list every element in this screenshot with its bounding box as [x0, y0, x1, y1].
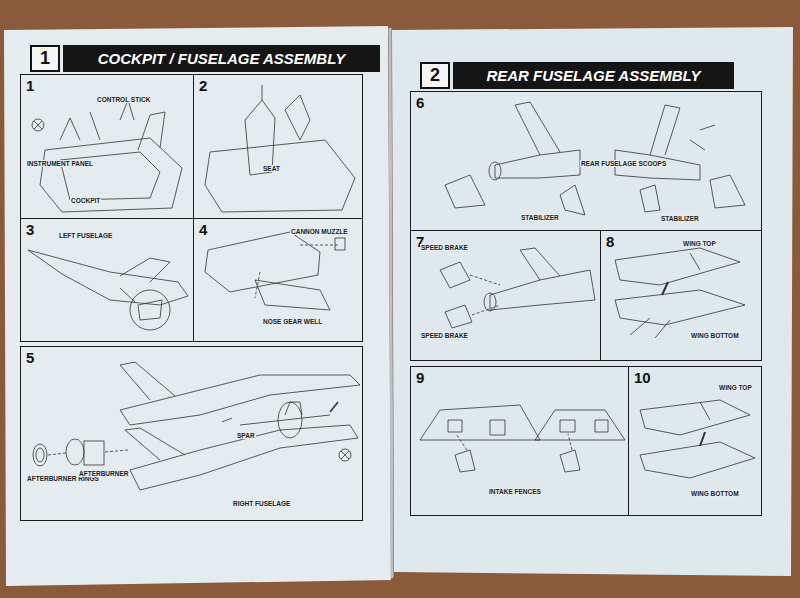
step-number: 3	[26, 221, 34, 238]
step-number: 4	[199, 221, 207, 238]
section-number: 1	[30, 45, 60, 72]
part-label: SEAT	[262, 165, 281, 172]
part-label: COCKPIT	[70, 197, 101, 204]
part-label: CONTROL STICK	[96, 96, 151, 103]
part-label: INTAKE FENCES	[488, 488, 542, 495]
step-number: 9	[416, 369, 424, 386]
part-label: WING TOP	[718, 384, 753, 391]
left-sheet	[4, 26, 391, 586]
step-number: 6	[416, 94, 424, 111]
part-label: SPAR	[236, 432, 256, 439]
part-label: WING TOP	[682, 240, 717, 247]
step-panel: 5	[20, 346, 363, 521]
part-label: AFTERBURNER	[78, 470, 129, 477]
part-label: CANNON MUZZLE	[290, 228, 349, 235]
part-label: STABILIZER	[660, 215, 700, 222]
part-label: LEFT FUSELAGE	[58, 232, 113, 239]
line-art	[28, 85, 755, 490]
step-number: 2	[199, 77, 207, 94]
part-label: RIGHT FUSELAGE	[232, 500, 291, 507]
step-panel: 8	[600, 230, 762, 361]
part-label: SPEED BRAKE	[420, 332, 469, 339]
part-label: STABILIZER	[520, 214, 560, 221]
part-label: SPEED BRAKE	[420, 244, 469, 251]
sheet-fold	[390, 28, 392, 578]
step-number: 8	[606, 233, 614, 250]
section-header: 1COCKPIT / FUSELAGE ASSEMBLY	[30, 45, 380, 72]
step-panel: 2	[193, 74, 363, 219]
section-title: COCKPIT / FUSELAGE ASSEMBLY	[63, 45, 380, 72]
part-label: INSTRUMENT PANEL	[26, 160, 94, 167]
section-header: 2REAR FUSELAGE ASSEMBLY	[420, 62, 734, 89]
section-number: 2	[420, 62, 450, 89]
part-label: WING BOTTOM	[690, 490, 740, 497]
step-number: 10	[634, 369, 651, 386]
right-sheet	[392, 27, 793, 576]
step-number: 1	[26, 77, 34, 94]
part-label: REAR FUSELAGE SCOOPS	[580, 160, 667, 167]
part-label: NOSE GEAR WELL	[262, 318, 323, 325]
section-title: REAR FUSELAGE ASSEMBLY	[453, 62, 734, 89]
step-number: 5	[26, 349, 34, 366]
part-label: WING BOTTOM	[690, 332, 740, 339]
